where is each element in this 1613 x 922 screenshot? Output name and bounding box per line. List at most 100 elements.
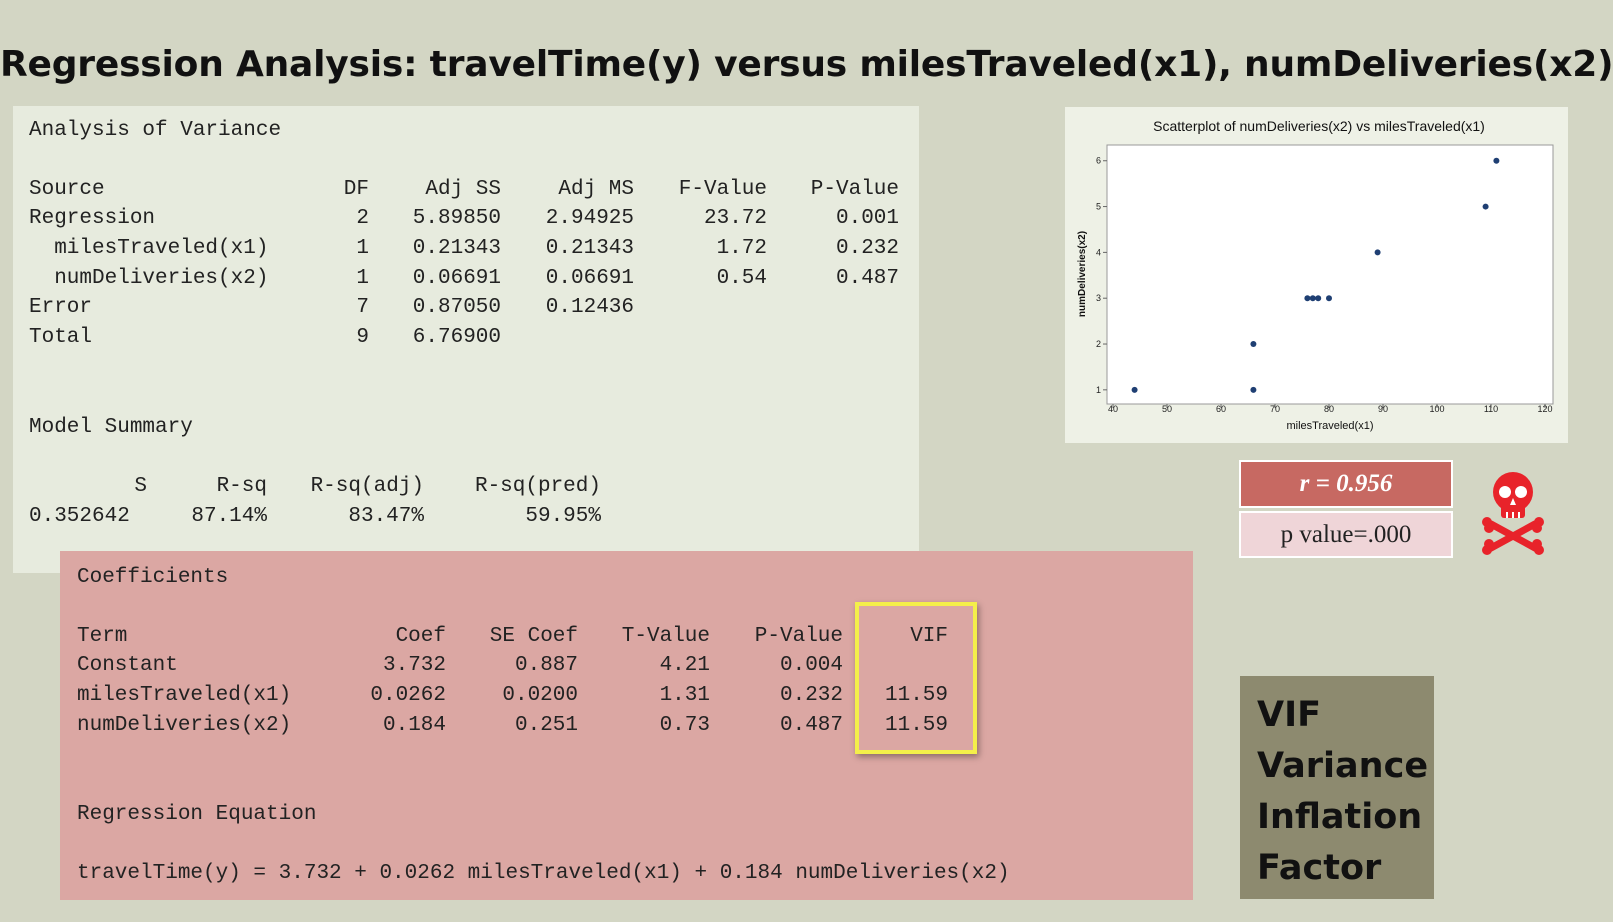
correlation-p-text: p value=.000 — [1280, 521, 1412, 548]
coef-row-term: numDeliveries(x2) — [77, 714, 292, 737]
coef-header-vif: VIF — [910, 625, 948, 648]
coef-row-coef: 0.0262 — [370, 684, 446, 707]
anova-row-adjss: 5.89850 — [412, 207, 501, 230]
x-tick-label: 50 — [1162, 404, 1172, 414]
model-summary-header-s: S — [134, 475, 147, 498]
coef-row-p: 0.487 — [779, 714, 843, 737]
anova-row-source: Regression — [29, 207, 156, 230]
anova-row-adjss: 0.21343 — [412, 237, 501, 260]
anova-row-df: 1 — [356, 237, 369, 260]
anova-header-f: F-Value — [678, 178, 767, 201]
x-tick-label: 110 — [1484, 404, 1498, 414]
anova-row-adjss: 0.87050 — [412, 296, 501, 319]
y-axis-label: numDeliveries(x2) — [1077, 231, 1088, 317]
scatter-point — [1309, 295, 1316, 302]
anova-heading: Analysis of Variance — [29, 119, 282, 142]
coef-row-term: milesTraveled(x1) — [77, 684, 292, 707]
x-tick-label: 70 — [1270, 404, 1280, 414]
scatter-point — [1315, 295, 1322, 302]
anova-header-source: Source — [29, 178, 105, 201]
x-tick-label: 60 — [1216, 404, 1226, 414]
x-tick-label: 120 — [1537, 404, 1552, 414]
coefficients-heading: Coefficients — [77, 566, 229, 589]
anova-row-p: 0.001 — [835, 207, 899, 230]
vif-card-line: VIF — [1257, 695, 1322, 735]
correlation-r-box: r = 0.956 — [1239, 460, 1453, 508]
vif-highlight-box — [855, 602, 977, 754]
anova-row-df: 2 — [356, 207, 369, 230]
coef-header-term: Term — [77, 625, 128, 648]
coef-row-coef: 3.732 — [382, 654, 446, 677]
scatter-point — [1326, 295, 1332, 302]
scatter-point — [1250, 341, 1257, 348]
coef-header-secoef: SE Coef — [489, 625, 578, 648]
coef-row-p: 0.004 — [779, 654, 843, 677]
anova-row-adjms: 0.06691 — [545, 267, 634, 290]
coef-row-p: 0.232 — [779, 684, 843, 707]
y-tick-label: 3 — [1096, 293, 1101, 303]
anova-row-source: Total — [29, 326, 93, 349]
y-tick-label: 2 — [1096, 339, 1101, 349]
anova-header-adjss: Adj SS — [425, 178, 501, 201]
y-tick-label: 5 — [1096, 202, 1101, 212]
anova-row-adjss: 6.76900 — [412, 326, 501, 349]
scatter-point — [1493, 157, 1500, 164]
anova-row-adjms: 0.12436 — [545, 296, 634, 319]
model-summary-value-s: 0.352642 — [29, 505, 130, 528]
y-tick-label: 4 — [1096, 247, 1101, 257]
anova-row-f: 1.72 — [716, 237, 767, 260]
anova-row-p: 0.487 — [835, 267, 899, 290]
scatter-point — [1482, 203, 1489, 210]
coef-row-t: 1.31 — [659, 684, 710, 707]
vif-card-line: Variance — [1257, 746, 1429, 786]
chart-title: Scatterplot of numDeliveries(x2) vs mile… — [1153, 118, 1485, 134]
coef-header-tvalue: T-Value — [621, 625, 710, 648]
model-summary-heading: Model Summary — [29, 416, 193, 439]
anova-row-adjss: 0.06691 — [412, 267, 501, 290]
coef-row-term: Constant — [77, 654, 178, 677]
anova-row-df: 9 — [356, 326, 369, 349]
coef-header-coef: Coef — [395, 625, 446, 648]
y-tick-label: 1 — [1096, 385, 1101, 395]
y-tick-label: 6 — [1096, 156, 1101, 166]
scatter-point — [1250, 386, 1257, 393]
model-summary-header-rsqpred: R-sq(pred) — [474, 475, 601, 498]
model-summary-value-rsq: 87.14% — [191, 505, 267, 528]
scatter-point — [1304, 295, 1311, 302]
coef-row-vif: 11.59 — [884, 714, 948, 737]
coef-row-se: 0.0200 — [502, 684, 578, 707]
anova-header-df: DF — [343, 178, 369, 201]
x-tick-label: 100 — [1429, 404, 1444, 414]
coef-row-coef: 0.184 — [382, 714, 446, 737]
anova-header-adjms: Adj MS — [558, 178, 634, 201]
anova-panel: Analysis of Variance Source DF Adj SS Ad… — [13, 106, 919, 573]
vif-definition-card: VIF Variance Inflation Factor — [1240, 676, 1434, 899]
anova-row-p: 0.232 — [835, 237, 899, 260]
coef-row-t: 0.73 — [659, 714, 710, 737]
coefficients-panel: Coefficients Term Coef SE Coef T-Value P… — [60, 551, 1193, 900]
x-tick-label: 80 — [1324, 404, 1334, 414]
anova-row-source: numDeliveries(x2) — [29, 267, 269, 290]
anova-row-f: 23.72 — [703, 207, 767, 230]
vif-card-line: Inflation — [1257, 797, 1423, 837]
scatterplot-chart: Scatterplot of numDeliveries(x2) vs mile… — [1077, 118, 1554, 432]
scatterplot-panel: Scatterplot of numDeliveries(x2) vs mile… — [1065, 107, 1568, 443]
anova-row-source: milesTraveled(x1) — [29, 237, 269, 260]
scatter-point — [1374, 249, 1381, 256]
anova-row-adjms: 0.21343 — [545, 237, 634, 260]
anova-row-df: 1 — [356, 267, 369, 290]
page-title: Regression Analysis: travelTime(y) versu… — [0, 44, 1613, 85]
skull-crossbones-icon — [1482, 472, 1544, 555]
x-axis-label: milesTraveled(x1) — [1286, 420, 1373, 432]
anova-row-df: 7 — [356, 296, 369, 319]
coef-row-vif: 11.59 — [884, 684, 948, 707]
correlation-r-text: r = 0.956 — [1299, 470, 1393, 497]
coef-header-pvalue: P-Value — [754, 625, 843, 648]
model-summary-value-rsqpred: 59.95% — [525, 505, 601, 528]
equation-heading: Regression Equation — [77, 803, 317, 826]
model-summary-header-rsq: R-sq — [216, 475, 267, 498]
vif-card-line: Factor — [1257, 848, 1382, 888]
plot-area — [1106, 144, 1554, 405]
x-tick-label: 40 — [1108, 404, 1118, 414]
anova-row-f: 0.54 — [716, 267, 767, 290]
